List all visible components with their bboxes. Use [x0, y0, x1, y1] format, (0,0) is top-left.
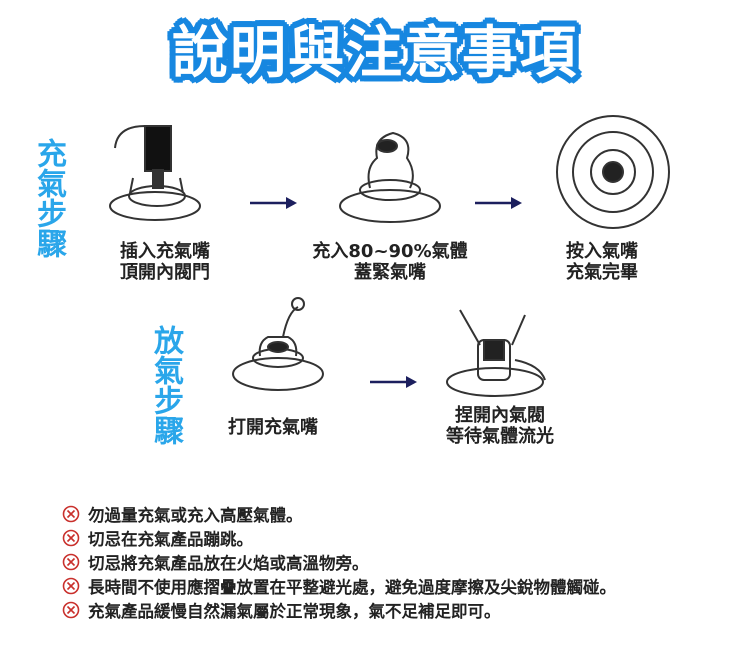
valve-pinch-illustration	[446, 309, 546, 397]
warning-item: 切忌在充氣產品蹦跳。	[62, 526, 253, 550]
inflate-step-2-caption: 充入80~90%氣體蓋緊氣嘴	[310, 241, 470, 283]
prohibited-x-icon	[62, 529, 80, 547]
prohibited-x-icon	[62, 601, 80, 619]
warning-text: 切忌在充氣產品蹦跳。	[88, 530, 253, 549]
warning-text: 長時間不使用應摺疊放置在平整避光處，避免過度摩擦及尖銳物體觸碰。	[88, 578, 616, 597]
warning-item: 充氣產品緩慢自然漏氣屬於正常現象，氣不足補足即可。	[62, 598, 501, 622]
caption-line: 充氣完畢	[566, 262, 638, 283]
arrow-right-icon	[475, 197, 522, 209]
prohibited-x-icon	[62, 553, 80, 571]
caption-line: 蓋緊氣嘴	[354, 262, 426, 283]
page-title: 說明與注意事項	[172, 21, 578, 86]
warning-text: 充氣產品緩慢自然漏氣屬於正常現象，氣不足補足即可。	[88, 602, 501, 621]
valve-pushed-in-illustration	[556, 115, 670, 229]
inflate-steps-label: 充氣步驟	[31, 138, 66, 258]
caption-line: 打開充氣嘴	[228, 417, 318, 438]
caption-line: 充入80~90%氣體	[312, 241, 468, 262]
valve-capped-illustration	[339, 131, 441, 223]
valve-open-illustration	[232, 297, 324, 391]
prohibited-x-icon	[62, 577, 80, 595]
arrow-right-icon	[250, 197, 297, 209]
warning-item: 切忌將充氣產品放在火焰或高溫物旁。	[62, 550, 369, 574]
warning-text: 勿過量充氣或充入高壓氣體。	[88, 506, 303, 525]
arrow-right-icon	[370, 376, 417, 388]
valve-insert-pump-illustration	[109, 124, 201, 221]
deflate-step-1-caption: 打開充氣嘴	[228, 417, 318, 438]
caption-line: 按入氣嘴	[566, 241, 638, 262]
inflate-step-3-caption: 按入氣嘴充氣完畢	[566, 241, 638, 283]
deflate-step-2-caption: 捏開內氣閥等待氣體流光	[430, 405, 570, 447]
warning-item: 長時間不使用應摺疊放置在平整避光處，避免過度摩擦及尖銳物體觸碰。	[62, 574, 616, 598]
warning-item: 勿過量充氣或充入高壓氣體。	[62, 502, 303, 526]
warning-text: 切忌將充氣產品放在火焰或高溫物旁。	[88, 554, 369, 573]
caption-line: 等待氣體流光	[446, 426, 554, 447]
caption-line: 頂開內閥門	[120, 262, 210, 283]
deflate-steps-label: 放氣步驟	[148, 325, 183, 445]
inflate-step-1-caption: 插入充氣嘴頂開內閥門	[120, 241, 210, 283]
caption-line: 插入充氣嘴	[120, 241, 210, 262]
prohibited-x-icon	[62, 505, 80, 523]
caption-line: 捏開內氣閥	[455, 405, 545, 426]
